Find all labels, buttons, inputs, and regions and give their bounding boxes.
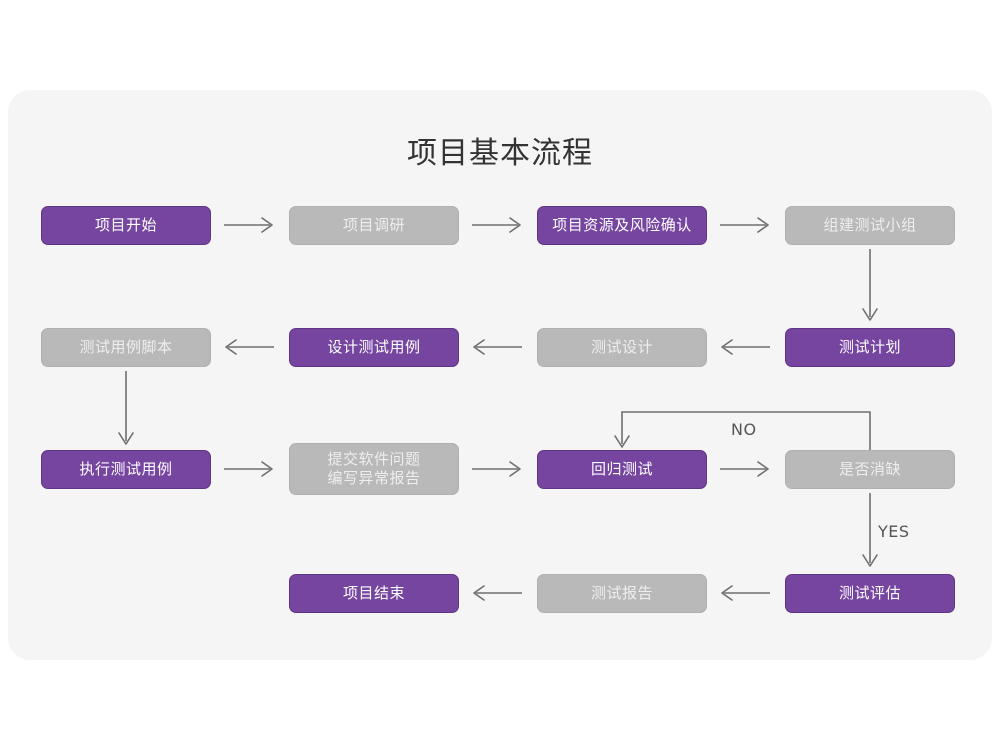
flow-node-test-design[interactable]: 测试设计 — [537, 328, 707, 367]
flow-node-regression-test[interactable]: 回归测试 — [537, 450, 707, 489]
connector-design-testcase-to-script — [222, 336, 278, 358]
connector-evaluation-to-report — [718, 582, 774, 604]
connector-execute-to-submit-bug — [222, 458, 278, 480]
flow-node-project-start[interactable]: 项目开始 — [41, 206, 211, 245]
edge-label-yes: YES — [878, 522, 910, 541]
connector-start-to-research — [222, 214, 278, 236]
flow-node-project-end[interactable]: 项目结束 — [289, 574, 459, 613]
edge-label-no: NO — [731, 420, 757, 439]
flow-node-testcase-script[interactable]: 测试用例脚本 — [41, 328, 211, 367]
flowchart-card — [8, 90, 992, 660]
flow-node-build-test-team[interactable]: 组建测试小组 — [785, 206, 955, 245]
flow-node-test-evaluation[interactable]: 测试评估 — [785, 574, 955, 613]
page-title: 项目基本流程 — [407, 136, 593, 171]
connector-no-loop — [610, 406, 890, 456]
connector-defect-check-to-evaluation — [855, 491, 885, 573]
flow-node-test-report[interactable]: 测试报告 — [537, 574, 707, 613]
connector-test-team-to-test-plan — [855, 247, 885, 327]
connector-test-design-to-design-testcase — [470, 336, 526, 358]
connector-resource-risk-to-test-team — [718, 214, 774, 236]
connector-test-plan-to-test-design — [718, 336, 774, 358]
connector-regression-to-defect-check — [718, 458, 774, 480]
connector-script-to-execute — [111, 369, 141, 451]
flow-node-test-plan[interactable]: 测试计划 — [785, 328, 955, 367]
flow-node-submit-bug-report[interactable]: 提交软件问题 编写异常报告 — [289, 443, 459, 495]
flow-node-design-testcase[interactable]: 设计测试用例 — [289, 328, 459, 367]
connector-report-to-project-end — [470, 582, 526, 604]
flow-node-defect-cleared[interactable]: 是否消缺 — [785, 450, 955, 489]
connector-submit-bug-to-regression — [470, 458, 526, 480]
flow-node-resource-risk[interactable]: 项目资源及风险确认 — [537, 206, 707, 245]
flow-node-execute-testcase[interactable]: 执行测试用例 — [41, 450, 211, 489]
connector-research-to-resource-risk — [470, 214, 526, 236]
flow-node-project-research[interactable]: 项目调研 — [289, 206, 459, 245]
